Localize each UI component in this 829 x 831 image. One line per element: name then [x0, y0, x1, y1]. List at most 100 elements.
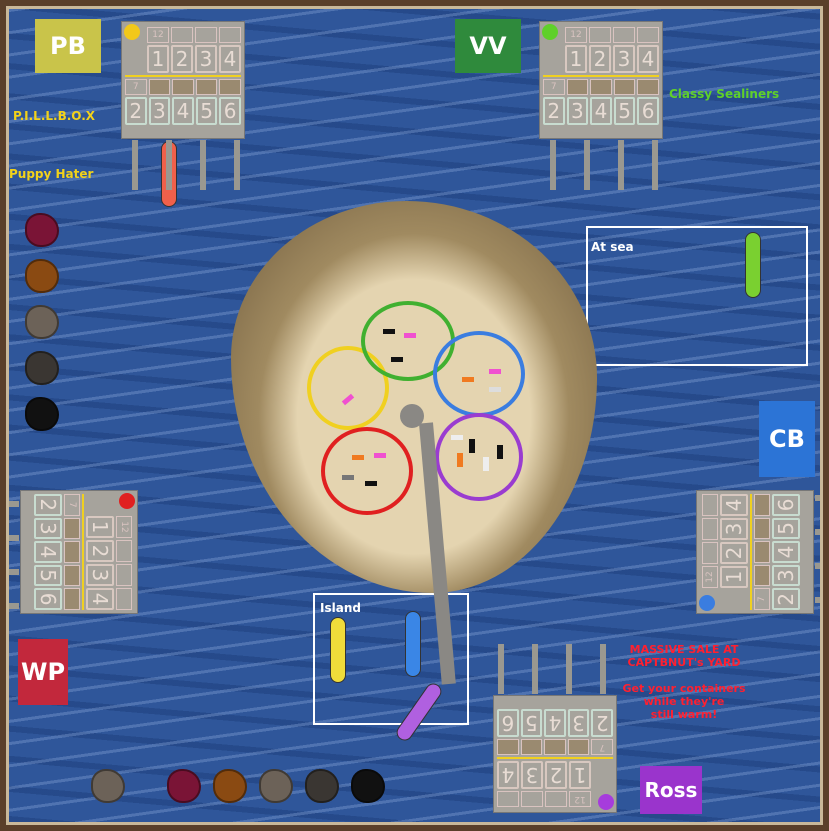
goods-token[interactable] [25, 213, 59, 247]
warehouse-slot[interactable] [497, 739, 519, 755]
price-slot[interactable]: 12 [116, 516, 132, 538]
price-slot[interactable]: 7 [125, 79, 147, 95]
factory-price-cell[interactable]: 2 [545, 761, 567, 789]
warehouse-slot[interactable] [520, 739, 543, 755]
goods-token[interactable] [25, 397, 59, 431]
warehouse-price-cell[interactable]: 2 [772, 588, 800, 610]
warehouse-slot[interactable] [219, 79, 241, 95]
container-slot[interactable] [116, 540, 132, 562]
warehouse-price-cell[interactable]: 4 [34, 541, 62, 563]
warehouse-slot[interactable] [64, 517, 80, 540]
factory-price-cell[interactable]: 4 [637, 45, 659, 73]
factory-price-cell[interactable]: 3 [195, 45, 217, 73]
warehouse-slot[interactable] [544, 739, 566, 755]
warehouse-price-cell[interactable]: 4 [172, 97, 194, 125]
goods-token[interactable] [213, 769, 247, 803]
goods-token[interactable] [25, 259, 59, 293]
price-slot[interactable]: 12 [565, 27, 587, 43]
container-slot[interactable] [702, 494, 718, 516]
container-slot[interactable] [637, 27, 659, 43]
factory-price-cell[interactable]: 1 [720, 566, 748, 588]
island-area[interactable]: Island [313, 593, 469, 725]
container-slot[interactable] [521, 791, 543, 807]
factory-price-cell[interactable]: 3 [521, 761, 543, 789]
container-slot[interactable] [545, 791, 567, 807]
warehouse-price-cell[interactable]: 2 [591, 709, 613, 737]
warehouse-price-cell[interactable]: 6 [772, 494, 800, 516]
warehouse-price-cell[interactable]: 2 [125, 97, 147, 125]
goods-token[interactable] [25, 305, 59, 339]
warehouse-price-cell[interactable]: 3 [772, 564, 800, 587]
container-slot[interactable] [702, 542, 718, 564]
warehouse-price-cell[interactable]: 5 [34, 564, 62, 587]
container-slot[interactable] [702, 518, 718, 540]
container-slot[interactable] [589, 27, 611, 43]
warehouse-price-cell[interactable]: 5 [195, 97, 218, 125]
container-slot[interactable] [171, 27, 193, 43]
warehouse-slot[interactable] [754, 541, 770, 563]
warehouse-price-cell[interactable]: 4 [590, 97, 612, 125]
price-slot[interactable]: 7 [591, 739, 613, 755]
warehouse-price-cell[interactable]: 5 [613, 97, 636, 125]
factory-price-cell[interactable]: 4 [219, 45, 241, 73]
factory-price-cell[interactable]: 4 [720, 494, 748, 516]
container-slot[interactable] [116, 588, 132, 610]
warehouse-slot[interactable] [172, 79, 194, 95]
factory-price-cell[interactable]: 3 [613, 45, 635, 73]
warehouse-price-cell[interactable]: 6 [219, 97, 241, 125]
warehouse-slot[interactable] [195, 79, 218, 95]
container-slot[interactable] [116, 564, 132, 586]
warehouse-price-cell[interactable]: 3 [566, 97, 589, 125]
warehouse-ring-blue[interactable] [433, 331, 525, 417]
factory-price-cell[interactable]: 2 [720, 542, 748, 564]
container-slot[interactable] [497, 791, 519, 807]
goods-token[interactable] [259, 769, 293, 803]
factory-price-cell[interactable]: 2 [589, 45, 611, 73]
warehouse-slot[interactable] [64, 541, 80, 563]
warehouse-price-cell[interactable]: 4 [544, 709, 566, 737]
warehouse-slot[interactable] [637, 79, 659, 95]
warehouse-price-cell[interactable]: 4 [772, 541, 800, 563]
at-sea-area[interactable]: At sea [586, 226, 808, 366]
factory-price-cell[interactable]: 3 [720, 518, 748, 540]
price-slot[interactable]: 12 [147, 27, 169, 43]
warehouse-ring-red[interactable] [321, 427, 413, 515]
price-slot[interactable]: 12 [569, 791, 591, 807]
container-slot[interactable] [613, 27, 635, 43]
warehouse-ring-purple[interactable] [435, 413, 523, 501]
warehouse-price-cell[interactable]: 3 [34, 517, 62, 540]
warehouse-price-cell[interactable]: 3 [567, 709, 590, 737]
warehouse-slot[interactable] [64, 588, 80, 610]
price-slot[interactable]: 7 [64, 494, 80, 516]
warehouse-slot[interactable] [754, 564, 770, 587]
warehouse-slot[interactable] [754, 517, 770, 540]
factory-price-cell[interactable]: 1 [569, 761, 591, 789]
warehouse-slot[interactable] [148, 79, 171, 95]
ship-yellow[interactable] [330, 617, 346, 683]
price-slot[interactable]: 7 [543, 79, 565, 95]
factory-price-cell[interactable]: 1 [565, 45, 587, 73]
factory-price-cell[interactable]: 3 [86, 564, 114, 586]
warehouse-slot[interactable] [754, 494, 770, 516]
factory-price-cell[interactable]: 1 [86, 516, 114, 538]
factory-price-cell[interactable]: 4 [86, 588, 114, 610]
warehouse-price-cell[interactable]: 5 [520, 709, 543, 737]
warehouse-price-cell[interactable]: 6 [34, 588, 62, 610]
ship-blue[interactable] [405, 611, 421, 677]
goods-token[interactable] [25, 351, 59, 385]
ship-green[interactable] [745, 232, 761, 298]
warehouse-price-cell[interactable]: 6 [637, 97, 659, 125]
goods-token[interactable] [351, 769, 385, 803]
warehouse-slot[interactable] [590, 79, 612, 95]
container-slot[interactable] [195, 27, 217, 43]
warehouse-slot[interactable] [64, 564, 80, 587]
goods-token[interactable] [305, 769, 339, 803]
warehouse-slot[interactable] [613, 79, 636, 95]
price-slot[interactable]: 12 [702, 566, 718, 588]
factory-price-cell[interactable]: 2 [86, 540, 114, 562]
